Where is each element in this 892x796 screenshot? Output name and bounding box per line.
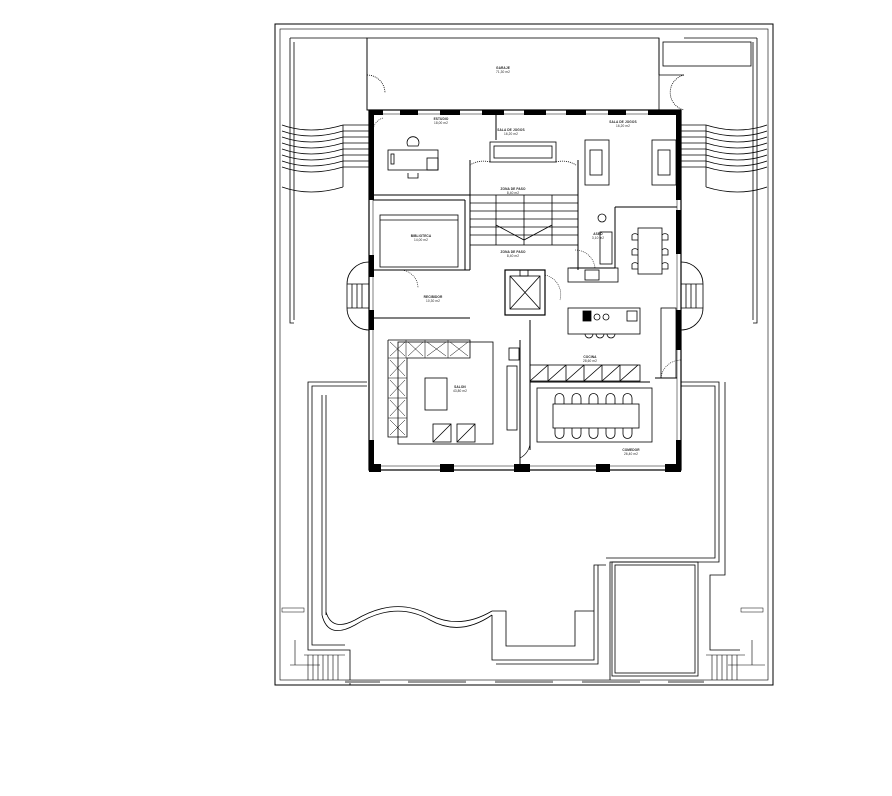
corner-steps bbox=[281, 607, 765, 680]
right-curved-steps bbox=[680, 124, 768, 193]
door-swings bbox=[372, 117, 682, 459]
games-room-furniture bbox=[469, 139, 677, 186]
library-furniture bbox=[379, 214, 459, 268]
living-sofa bbox=[387, 339, 494, 445]
wc-fixtures bbox=[567, 213, 619, 283]
elevator bbox=[504, 269, 546, 316]
staircase bbox=[469, 194, 579, 246]
left-bay bbox=[346, 261, 370, 331]
terrace-pool bbox=[307, 381, 740, 685]
kitchen-island bbox=[567, 307, 677, 379]
right-bay bbox=[680, 261, 704, 331]
dining-table bbox=[536, 387, 653, 443]
hall-cabinets bbox=[506, 347, 520, 431]
interior-walls bbox=[373, 114, 677, 466]
side-setbacks bbox=[289, 37, 758, 324]
kitchen-counter bbox=[529, 364, 641, 382]
garage bbox=[366, 37, 752, 111]
study-desk bbox=[387, 136, 439, 179]
left-curved-steps bbox=[281, 124, 370, 193]
boundary-gates bbox=[345, 680, 704, 683]
breakfast-table bbox=[631, 227, 669, 275]
house-walls bbox=[368, 109, 682, 472]
